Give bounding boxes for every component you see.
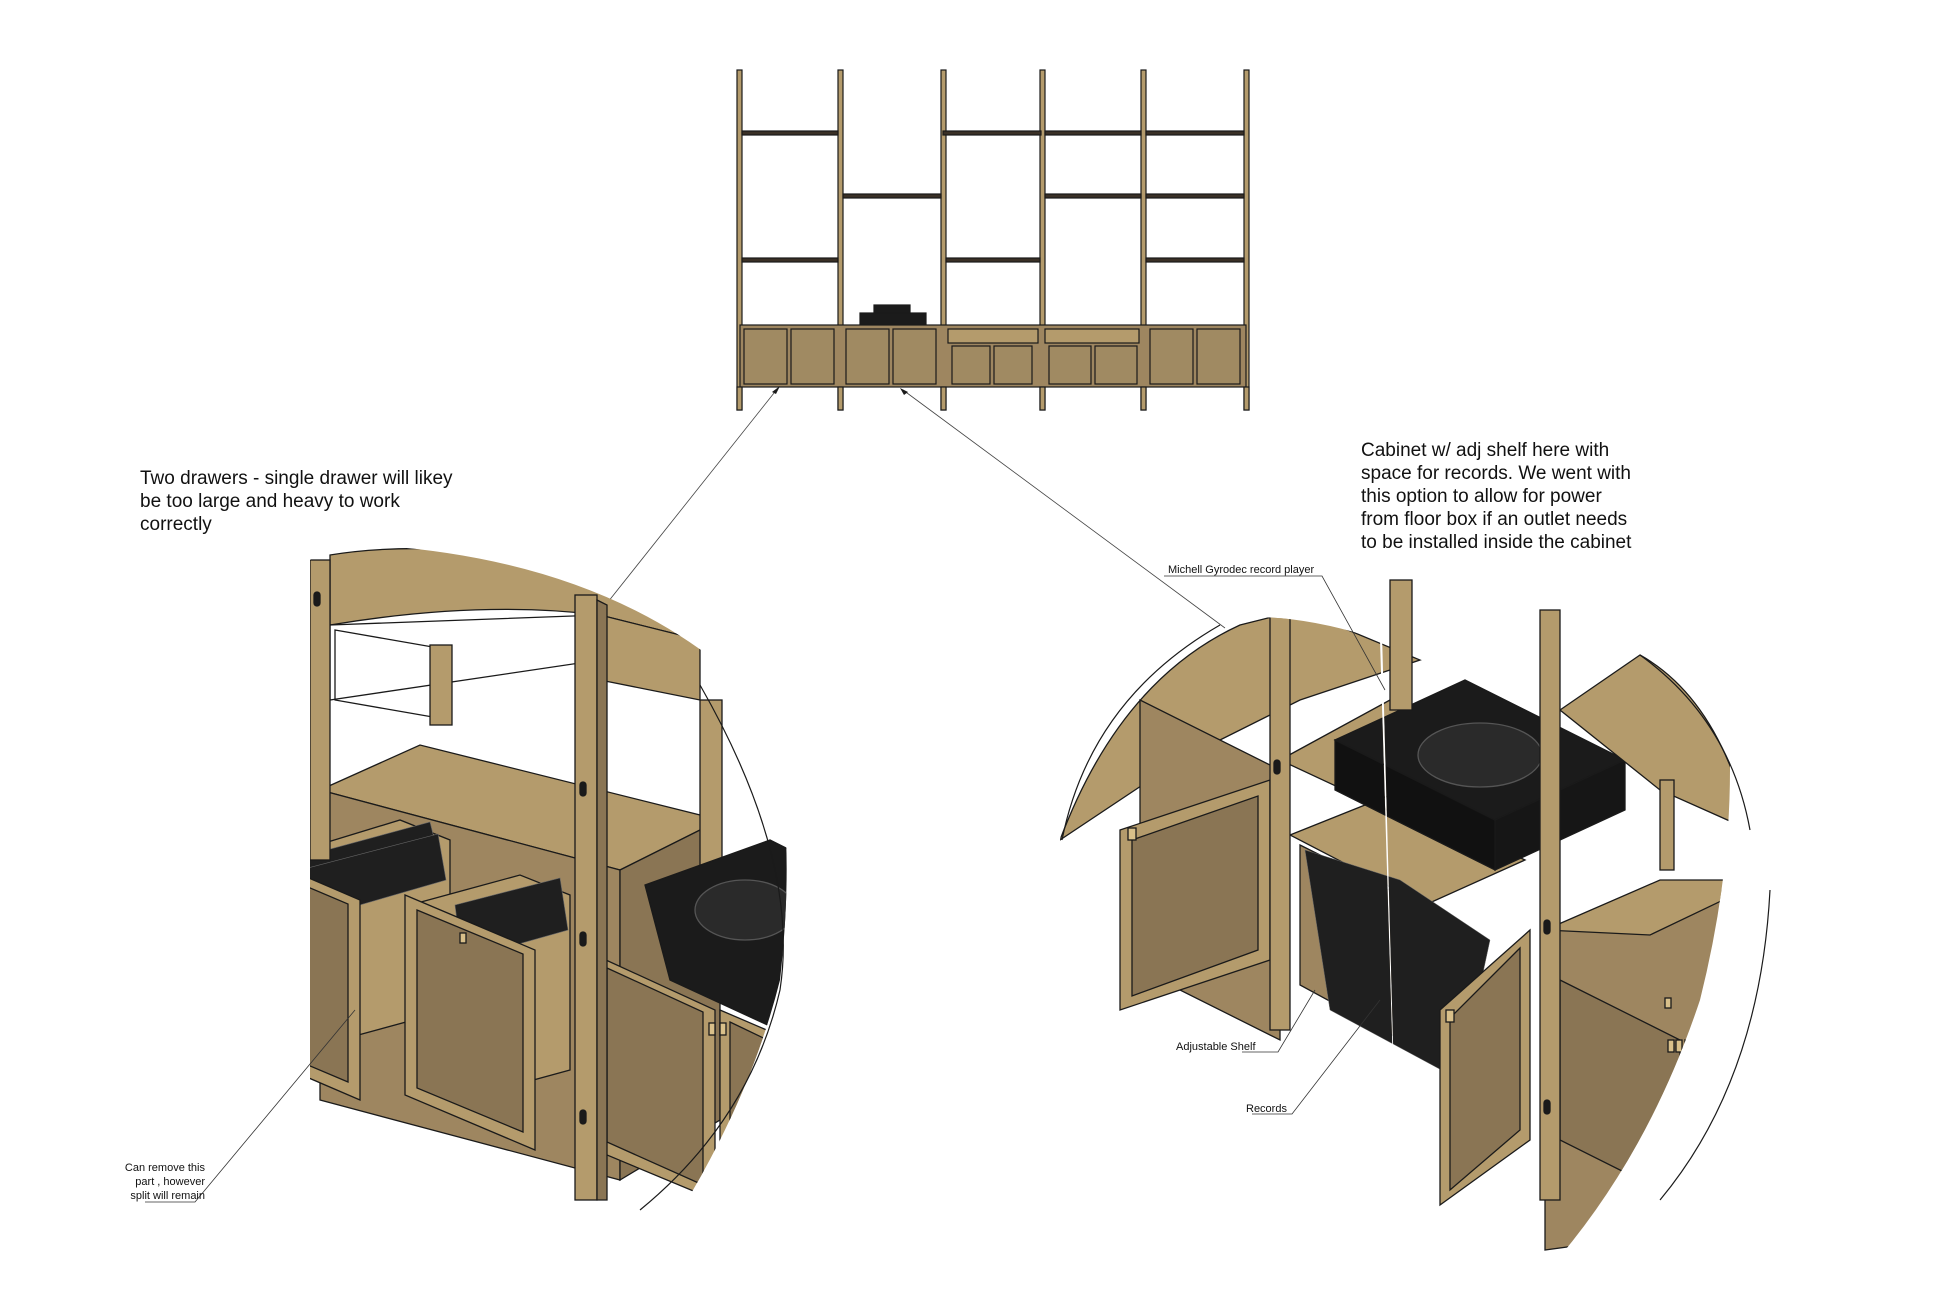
drawers-note: Two drawers - single drawer will likey b… — [140, 468, 453, 535]
left-record-player — [644, 839, 787, 1042]
elevation-doors — [743, 328, 1241, 385]
elevation-posts — [736, 69, 1250, 411]
drawer-1-front — [310, 844, 361, 1101]
elevation-drawer-fronts — [947, 328, 1140, 344]
left-detail-view — [310, 547, 787, 1242]
records-label: Records — [1246, 1103, 1287, 1115]
drawer-2-front — [404, 894, 536, 1151]
annotation-leaders — [145, 575, 1386, 1203]
adjustable-shelf-label: Adjustable Shelf — [1176, 1041, 1256, 1053]
left-detail-boundary — [639, 684, 784, 1211]
remove-part-note: Can remove this part , however split wil… — [124, 1162, 205, 1202]
record-player-label: Michell Gyrodec record player — [1168, 564, 1315, 576]
right-open-door-left — [1119, 779, 1271, 1011]
post-slots — [313, 591, 587, 1125]
elevation-shelves — [741, 130, 1245, 263]
elevation-record-player — [859, 304, 927, 326]
detail-leader-lines — [599, 387, 1226, 629]
front-elevation — [736, 69, 1250, 411]
left-detail-posts — [310, 559, 608, 1201]
right-open-door-right — [1439, 928, 1531, 1207]
right-post-slots — [1273, 759, 1551, 1115]
cabinet-note: Cabinet w/ adj shelf here with space for… — [1361, 440, 1632, 553]
elevation-legs — [736, 386, 1250, 411]
right-detail-boundary — [1061, 624, 1771, 1201]
right-detail-view — [1060, 579, 1730, 1251]
leader-arrows — [772, 386, 908, 395]
